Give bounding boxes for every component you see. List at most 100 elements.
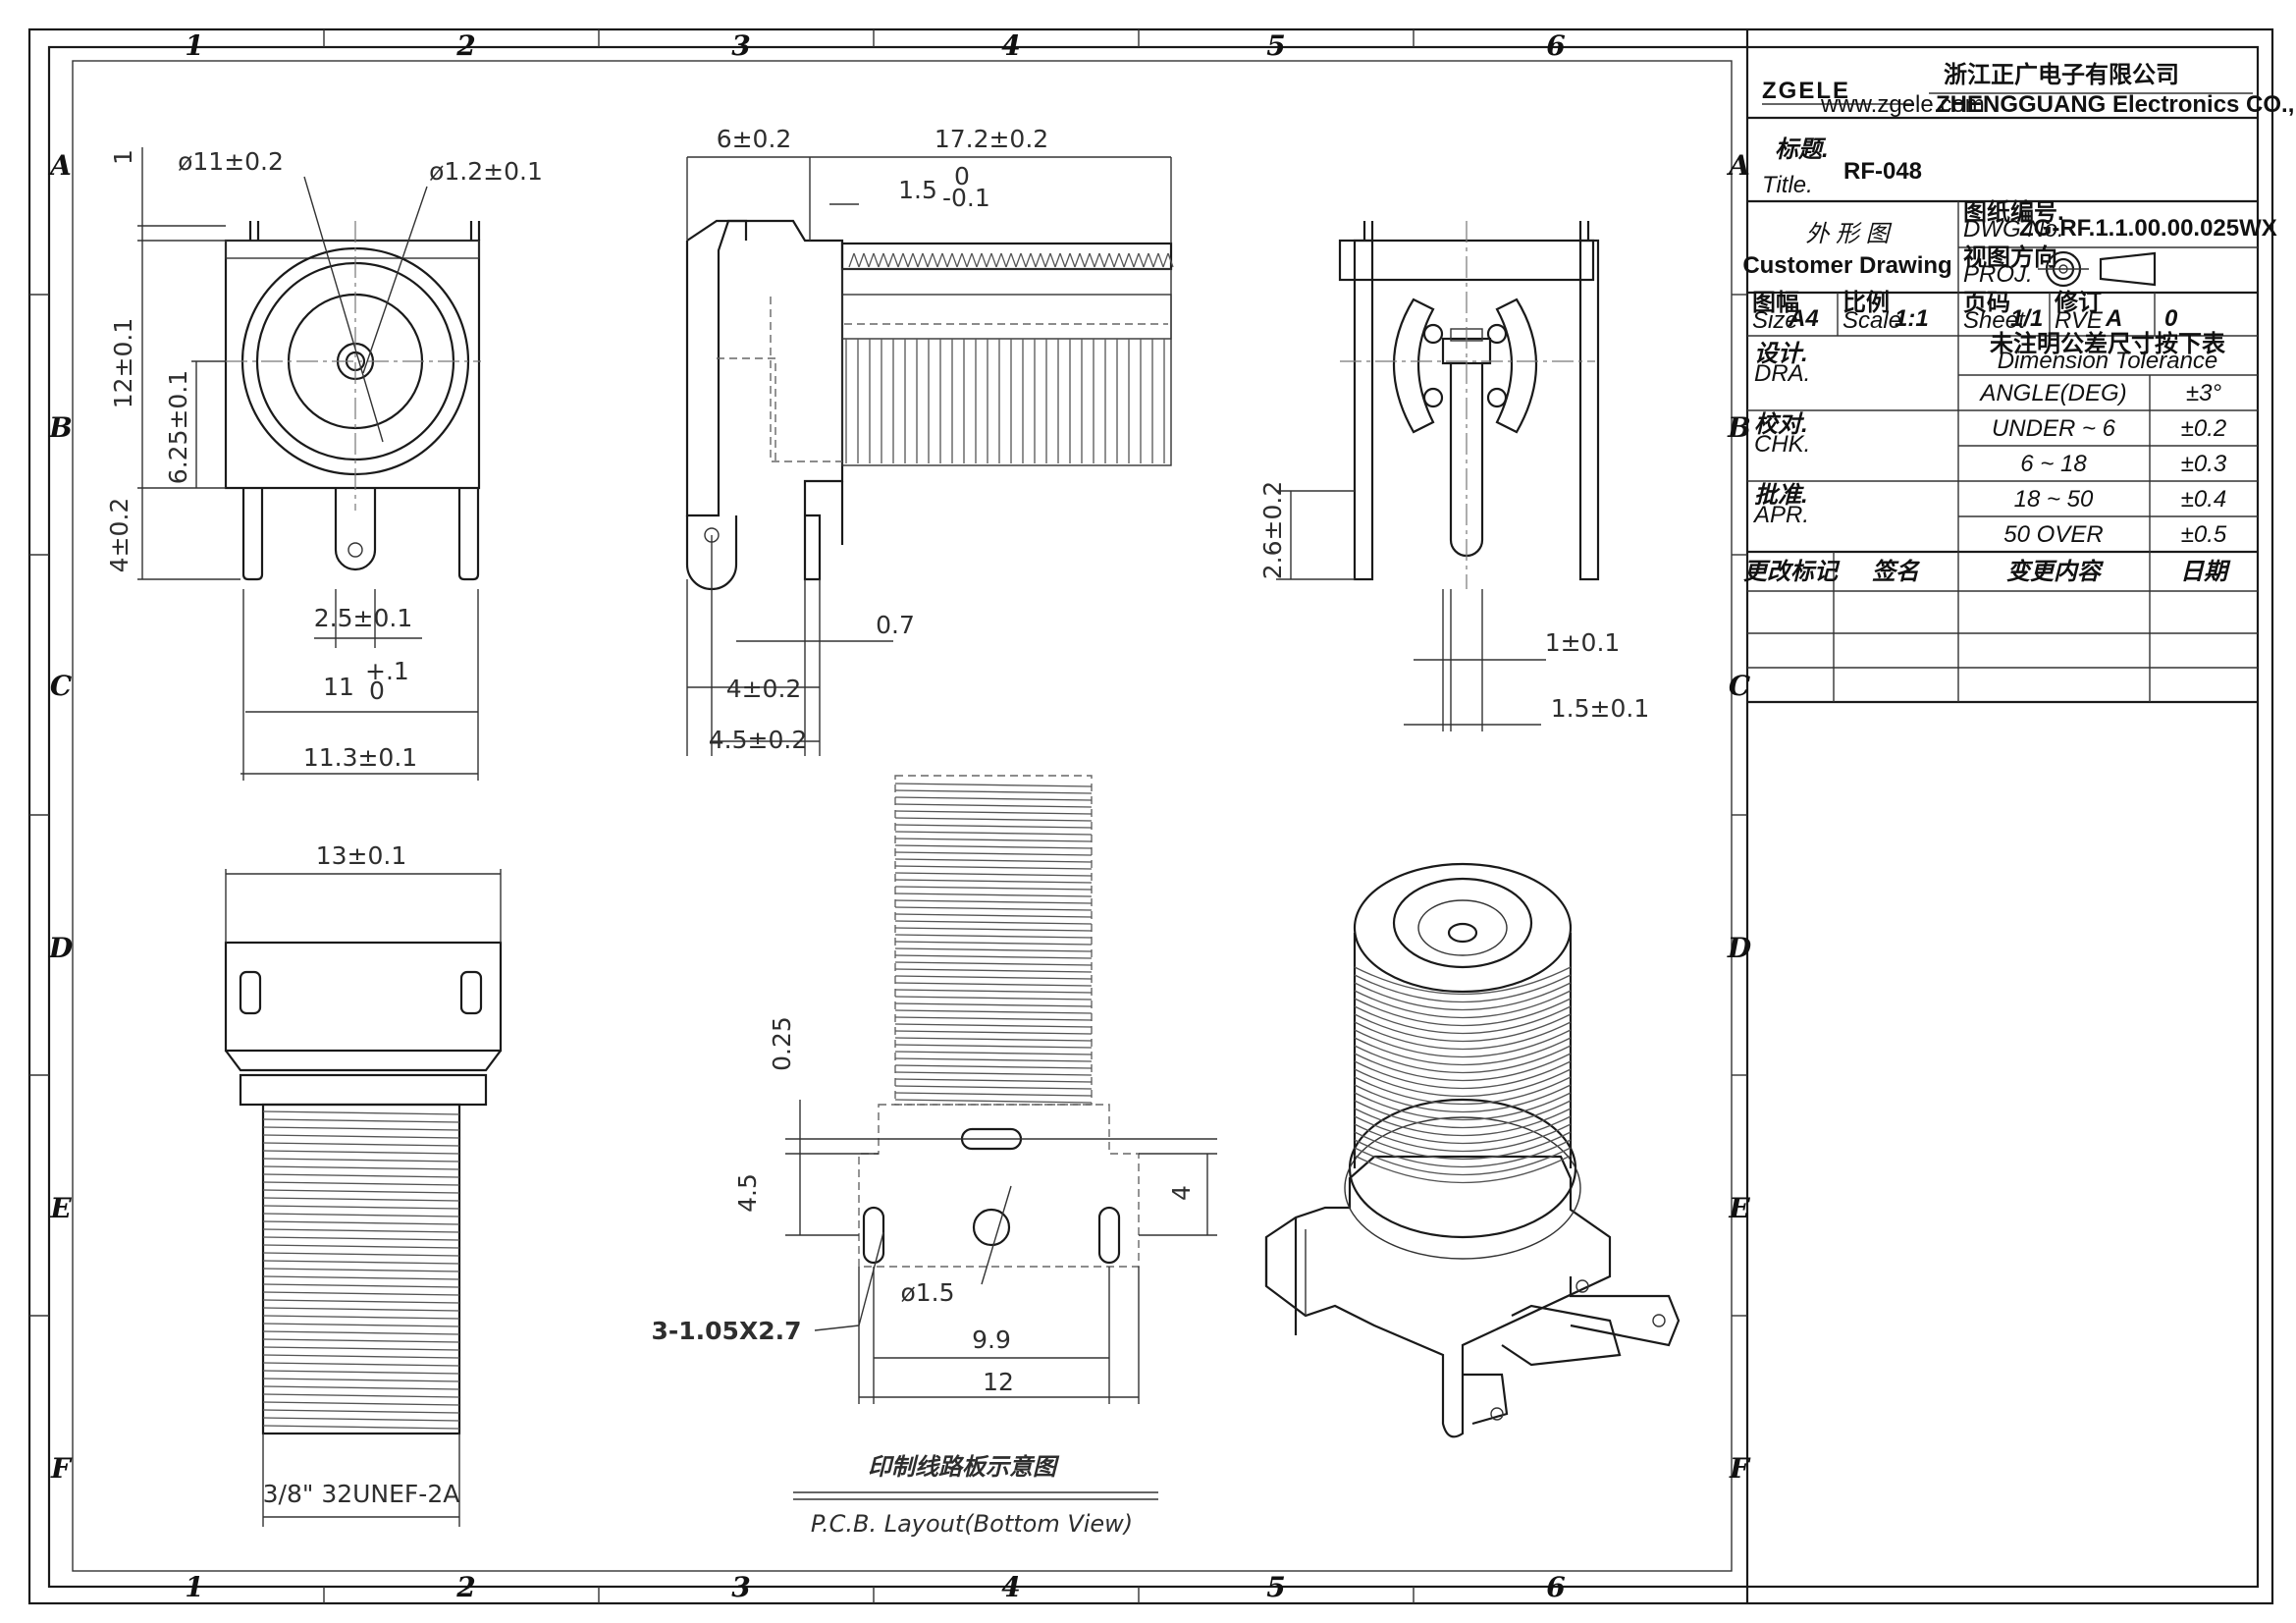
scale-value: 1:1 (1895, 305, 1929, 332)
zone-row-b-right: B (1727, 411, 1751, 444)
front-view: ø11±0.2 ø1.2±0.1 1 12±0.1 6.25±0.1 4±0.2… (105, 147, 543, 781)
dim-front-center-height: 6.25±0.1 (164, 370, 192, 484)
pcb-caption-en: P.C.B. Layout(Bottom View) (811, 1510, 1133, 1538)
sheet-value: 1/1 (2010, 305, 2043, 332)
company-name-cn: 浙江正广电子有限公司 (1944, 61, 2179, 88)
dim-front-total-width: 11.3±0.1 (303, 743, 417, 772)
zone-row-e-right: E (1728, 1192, 1750, 1224)
dim-front-pin-length: 4±0.2 (105, 498, 133, 573)
dim-bottom-thread-spec: 3/8" 32UNEF-2A (263, 1480, 460, 1508)
zone-row-c-right: C (1729, 670, 1751, 702)
tolerance-heading-cn: 未注明公差尺寸按下表 (1990, 330, 2226, 357)
dim-front-pin-diameter: ø1.2±0.1 (429, 157, 543, 186)
scale-label-cn: 比例 (1842, 290, 1890, 316)
checker-label-cn: 校对. (1754, 411, 1808, 438)
zone-row-f-right: F (1729, 1452, 1751, 1485)
title-label-en: Title. (1762, 172, 1813, 198)
dim-pcb-offset: 0.25 (768, 1016, 796, 1071)
zone-col-4-bottom: 4 (1001, 1571, 1020, 1603)
dim-pcb-slot-to-pin: 4 (1167, 1185, 1196, 1201)
zone-col-1-bottom: 1 (185, 1571, 203, 1603)
dim-front-outer-diameter: ø11±0.2 (178, 147, 284, 176)
designer-label-en: DRA. (1754, 360, 1810, 387)
tolerance-range-4: 18 ~ 50 (2014, 486, 2094, 513)
tolerance-value-5: ±0.5 (2181, 521, 2227, 548)
dim-side-lip-lower-tol: -0.1 (942, 184, 990, 212)
designer-label-cn: 设计. (1754, 341, 1808, 367)
sheet-label-cn: 页码 (1963, 290, 2010, 316)
zone-col-3-top: 3 (731, 29, 750, 62)
size-label-en: Size (1752, 307, 1798, 334)
threads-isometric (1354, 966, 1572, 1184)
tolerance-value-3: ±0.3 (2181, 451, 2227, 477)
rve-label-en: RVE (2055, 307, 2104, 334)
proj-label-en: PROJ. (1963, 261, 2033, 288)
approver-label-cn: 批准. (1754, 482, 1808, 509)
projection-symbol (2038, 250, 2157, 288)
threads-top-side (848, 252, 1174, 268)
threads-bottom-view (262, 1110, 460, 1430)
bottom-view: 13±0.1 3/8" 32UNEF-2A (224, 841, 503, 1527)
zone-row-c-left: C (50, 670, 73, 702)
dim-front-width-upper-tol: +.1 (365, 657, 409, 685)
dim-side-pin-spacing: 4±0.2 (726, 675, 802, 703)
zone-col-5-top: 5 (1266, 29, 1285, 62)
tolerance-range-1: ANGLE(DEG) (1978, 380, 2126, 406)
dwg-no-label-cn: 图纸编号. (1963, 198, 2064, 226)
company-name-en: ZHENGGUANG Electronics CO., LTD. (1936, 91, 2296, 118)
revision-header-signature: 签名 (1872, 559, 1921, 585)
zone-row-b-left: B (48, 411, 73, 444)
threads-bottom-side (845, 339, 1165, 463)
dim-bottom-width: 13±0.1 (316, 841, 407, 870)
pcb-caption-cn: 印制线路板示意图 (868, 1453, 1060, 1481)
revision-header-date: 日期 (2180, 559, 2231, 585)
proj-label-cn: 视图方向 (1963, 243, 2057, 271)
dim-rear-pin-length: 2.6±0.2 (1258, 481, 1287, 579)
zone-labels: 1 2 3 4 5 6 1 2 3 4 5 6 A B C D E F A B … (47, 29, 1752, 1603)
zone-row-f-left: F (50, 1452, 73, 1485)
zone-col-2-top: 2 (455, 29, 475, 62)
tolerance-value-4: ±0.4 (2181, 486, 2227, 513)
zone-row-d-left: D (48, 932, 74, 964)
title-label-cn: 标题. (1775, 136, 1829, 163)
sheet-label-en: Sheet (1963, 307, 2026, 334)
tolerance-range-5: 50 OVER (2003, 521, 2103, 548)
dim-front-pin-width: 2.5±0.1 (314, 604, 412, 632)
approver-label-en: APR. (1752, 502, 1809, 528)
drawing-title: RF-048 (1843, 158, 1922, 185)
dim-rear-pin-outer: 1.5±0.1 (1551, 694, 1649, 723)
tolerance-value-2: ±0.2 (2181, 415, 2227, 442)
checker-label-en: CHK. (1754, 431, 1810, 458)
dim-side-lip: 1.5 (898, 176, 937, 204)
rve-label-cn: 修订 (2054, 290, 2102, 316)
tolerance-range-3: 6 ~ 18 (2020, 451, 2087, 477)
pcb-layout-view: 0.25 4.5 4 ø1.5 3-1.05X2.7 9.9 12 印制线路板示… (651, 775, 1217, 1538)
dim-front-height: 12±0.1 (109, 318, 137, 409)
sheet-frame (27, 27, 2274, 1605)
title-block: ZGELE www.zgele.com 浙江正广电子有限公司 ZHENGGUAN… (1742, 61, 2296, 704)
revision-header-content: 变更内容 (2006, 559, 2105, 585)
dim-front-width-lower-tol: 0 (369, 676, 385, 705)
dim-side-lip-upper-tol: 0 (954, 162, 970, 190)
dim-pcb-slots: 3-1.05X2.7 (651, 1317, 801, 1345)
zone-col-2-bottom: 2 (455, 1571, 475, 1603)
zone-col-6-top: 6 (1546, 29, 1565, 62)
zone-col-5-bottom: 5 (1266, 1571, 1285, 1603)
dwg-no-value: ZG-RF.1.1.00.00.025WX (2019, 215, 2277, 242)
zone-row-a-left: A (47, 149, 72, 182)
company-logo: ZGELE (1762, 78, 1850, 104)
revision-header-mark: 更改标记 (1743, 559, 1841, 585)
threads-pcb-view (894, 783, 1093, 1104)
dim-side-front-depth: 6±0.2 (717, 125, 792, 153)
rear-view: 2.6±0.2 1±0.1 1.5±0.1 (1258, 221, 1649, 731)
dwg-no-label-en: DWG No. (1963, 216, 2064, 243)
dim-pcb-center-hole: ø1.5 (900, 1278, 954, 1307)
dim-pcb-slot-spacing: 9.9 (972, 1325, 1011, 1354)
dim-side-thread-length: 17.2±0.2 (934, 125, 1048, 153)
zone-row-e-left: E (49, 1192, 72, 1224)
zone-col-3-bottom: 3 (731, 1571, 750, 1603)
zone-col-1-top: 1 (185, 29, 203, 62)
zone-col-6-bottom: 6 (1546, 1571, 1565, 1603)
